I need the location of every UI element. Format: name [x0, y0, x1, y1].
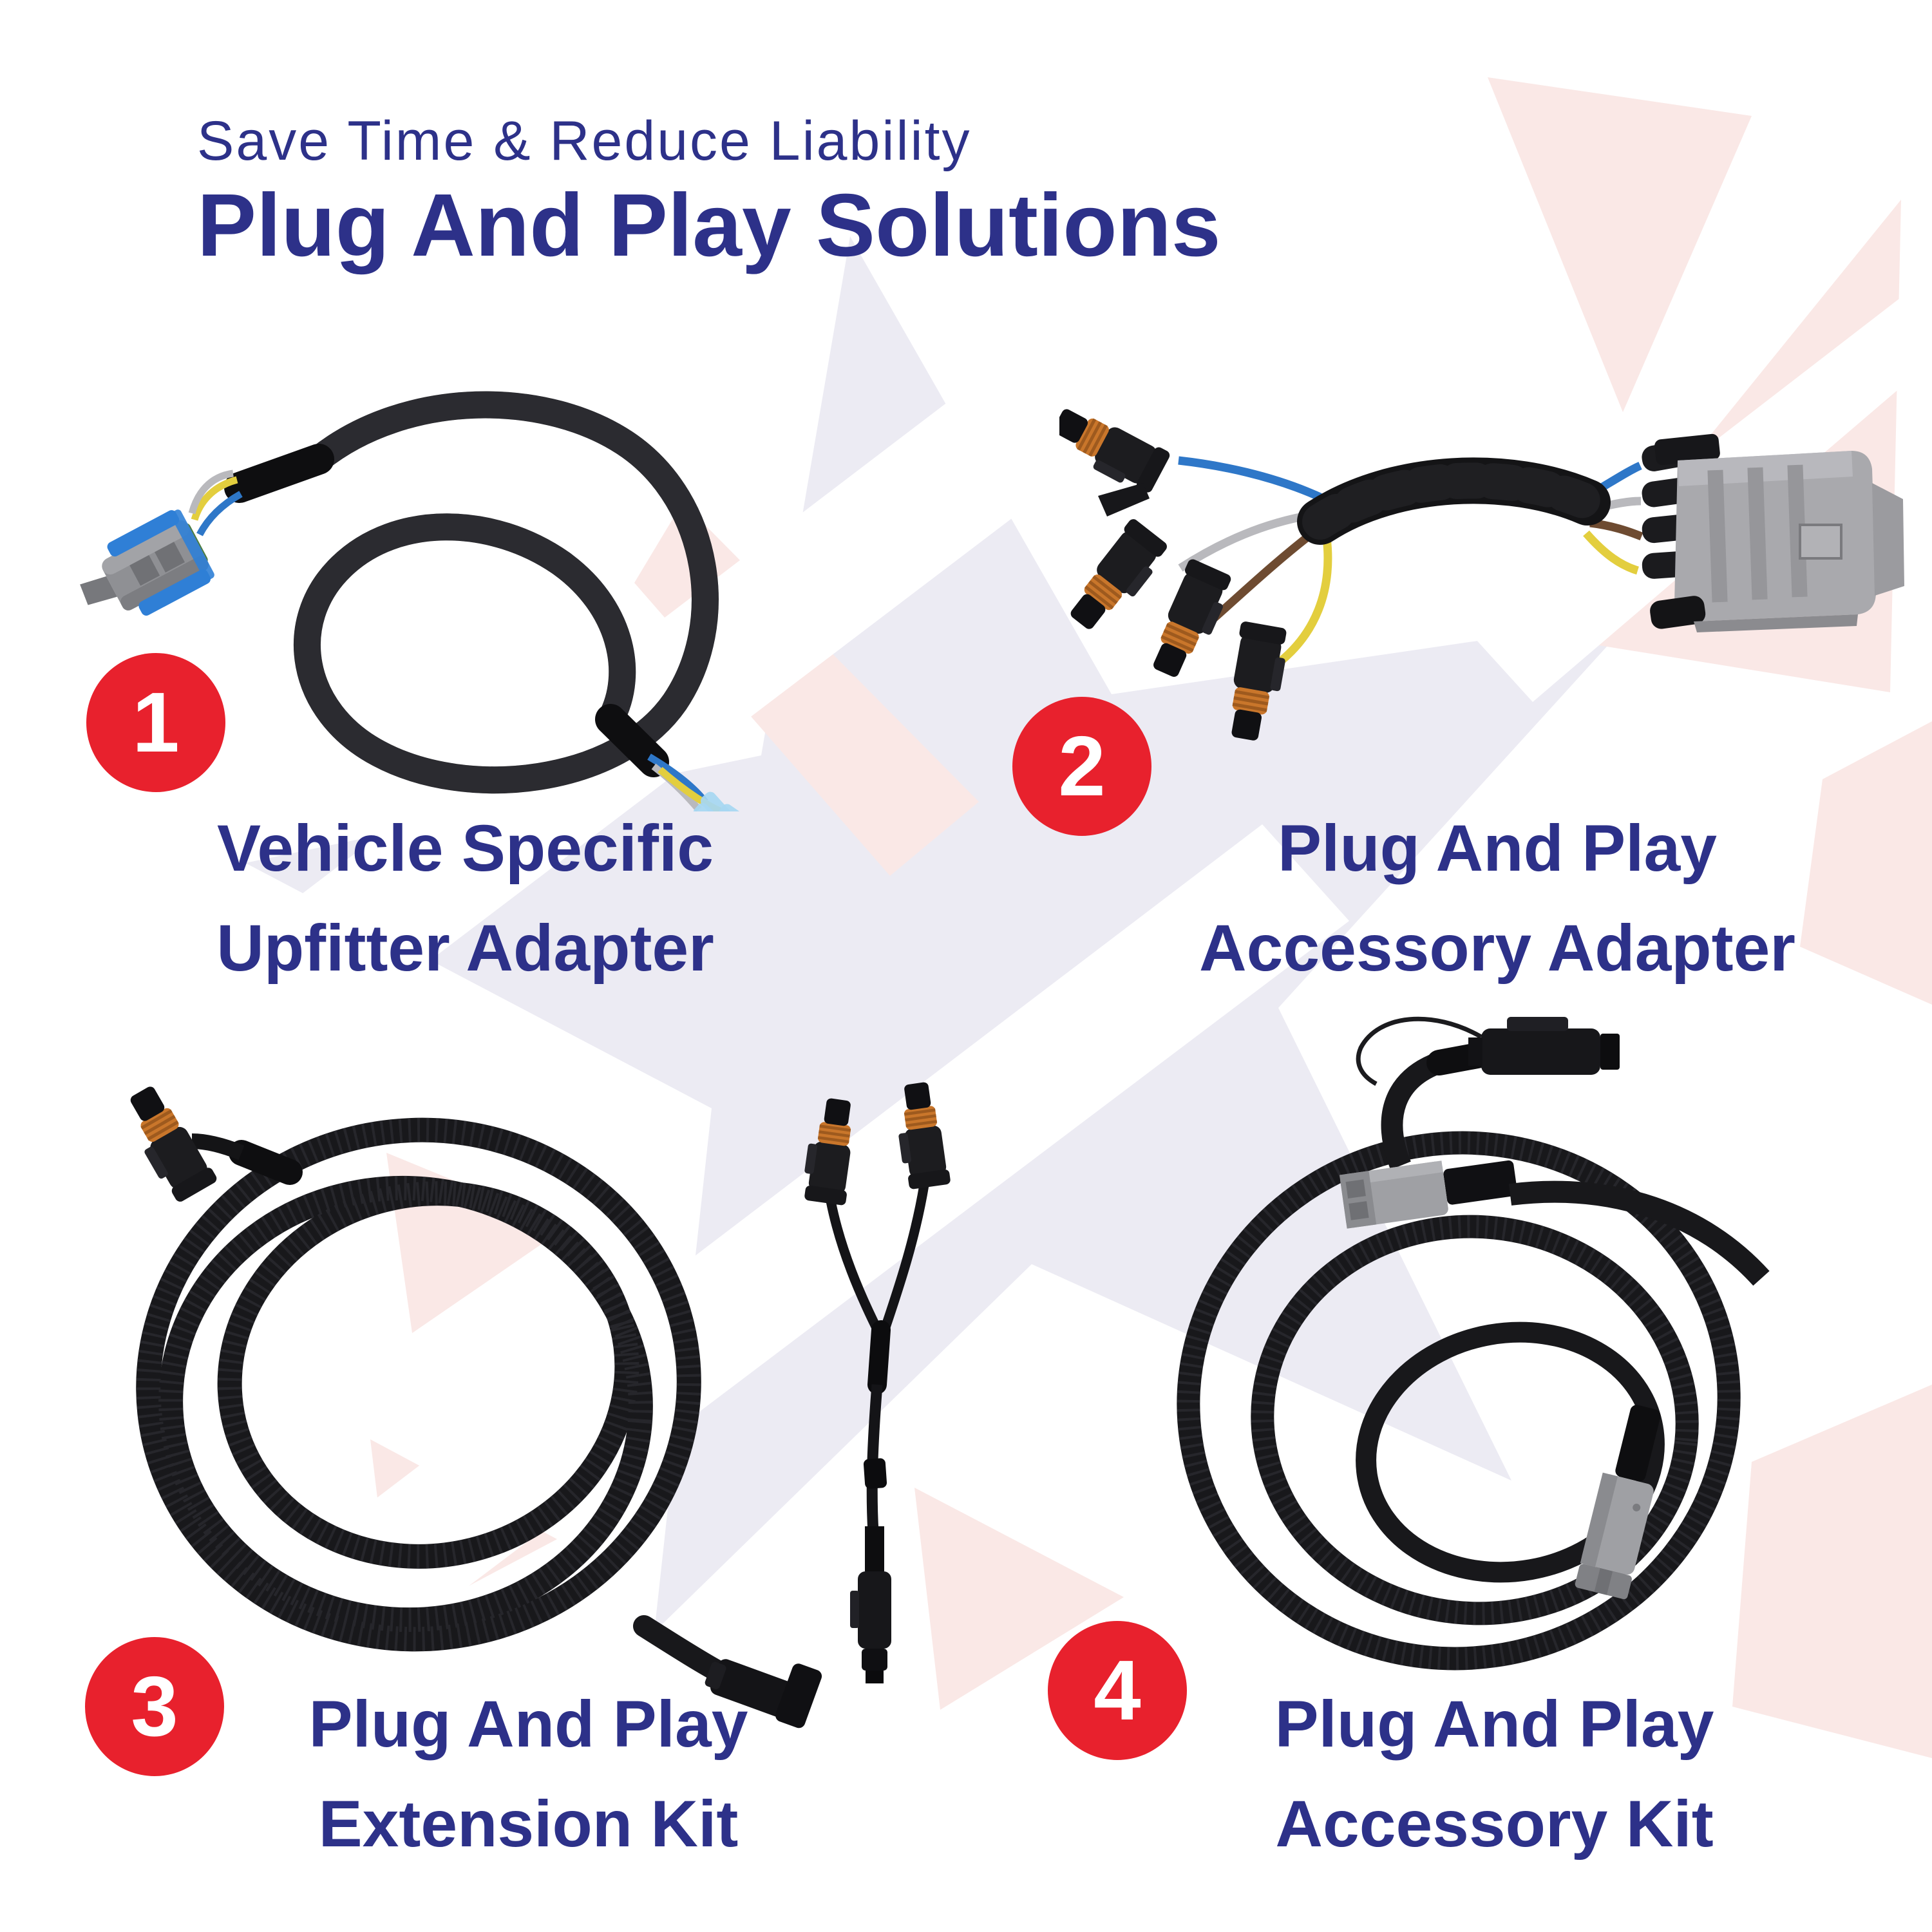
black-plug-connector-icon [1468, 1017, 1620, 1075]
product-1-number-badge: 1 [86, 653, 225, 792]
gray-vehicle-connector-icon [80, 509, 214, 616]
weatherpack-connector-icon [1231, 621, 1287, 741]
product-3-label-line2: Extension Kit [318, 1787, 739, 1861]
badge-number: 2 [1058, 719, 1106, 813]
product-4-number-badge: 4 [1048, 1621, 1187, 1760]
product-4-label-line1: Plug And Play [1274, 1687, 1714, 1761]
header: Save Time & Reduce Liability Plug And Pl… [197, 109, 1221, 275]
product-2-label-line2: Accessory Adapter [1199, 911, 1795, 985]
gray-multipin-connector-icon [1642, 433, 1904, 632]
product-3-label-line1: Plug And Play [308, 1687, 748, 1761]
weatherpack-connector-icon [1059, 409, 1170, 493]
product-4-label: Plug And Play Accessory Kit [1139, 1674, 1850, 1874]
weatherpack-connector-icon [804, 1098, 851, 1206]
product-4-label-line2: Accessory Kit [1275, 1787, 1714, 1861]
product-1-label: Vehicle Specific Upfitter Adapter [109, 799, 821, 998]
weatherpack-connector-icon [1153, 559, 1231, 677]
product-2-figure [1059, 399, 1909, 760]
product-1-figure [71, 351, 792, 811]
badge-number: 1 [132, 675, 180, 770]
product-3-label: Plug And Play Extension Kit [173, 1674, 884, 1874]
weatherpack-connector-icon [1070, 519, 1167, 629]
upfitter-adapter-harness-photo [80, 391, 761, 811]
weatherpack-connector-icon [898, 1082, 951, 1189]
splitter-end-connector-icon [850, 1526, 891, 1683]
header-eyebrow: Save Time & Reduce Liability [197, 110, 972, 172]
gray-deutsch-connector-icon [1575, 1405, 1661, 1600]
weatherpack-connector-icon [130, 1086, 217, 1202]
flag-connector-icon [705, 1659, 822, 1728]
product-4-figure [1124, 1001, 1922, 1716]
gray-deutsch-connector-icon [1339, 1160, 1518, 1229]
y-splitter-cable [804, 1082, 951, 1683]
accessory-adapter-harness-photo [1059, 409, 1904, 741]
product-2-label: Plug And Play Accessory Adapter [1140, 799, 1855, 998]
extension-kit-coiled-cable-photo [130, 1082, 951, 1728]
accessory-kit-coiled-cable-photo [1177, 1016, 1770, 1671]
badge-number: 4 [1094, 1643, 1141, 1738]
product-3-number-badge: 3 [85, 1637, 224, 1776]
product-1-label-line2: Upfitter Adapter [216, 911, 714, 985]
product-1-label-line1: Vehicle Specific [216, 811, 714, 885]
badge-number: 3 [131, 1659, 178, 1754]
product-2-number-badge: 2 [1012, 697, 1151, 836]
page-title: Plug And Play Solutions [197, 175, 1221, 275]
product-3-figure [77, 1082, 979, 1745]
crimp-terminal-icon [701, 791, 740, 811]
product-2-label-line1: Plug And Play [1278, 811, 1717, 885]
